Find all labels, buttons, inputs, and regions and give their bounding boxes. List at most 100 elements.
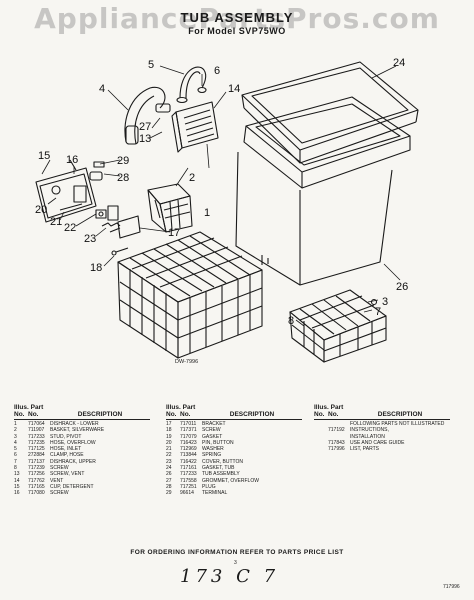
callout-13: 13	[139, 133, 151, 145]
callout-5: 5	[148, 59, 154, 71]
table-row: 29 96614 TERMINAL	[166, 490, 302, 496]
part-description: COVER, BUTTON	[202, 458, 244, 465]
callout-21: 21	[50, 216, 62, 228]
callout-7: 7	[375, 306, 381, 318]
callout-8: 8	[288, 315, 294, 327]
table-row: 20 716423 PIN, BUTTON	[166, 440, 302, 446]
part-number: 96614	[180, 490, 194, 497]
callout-23: 23	[84, 233, 96, 245]
table-row: 17 717011 BRACKET	[166, 421, 302, 427]
part-number: 711907	[28, 427, 45, 434]
table-row: INSTALLATION	[314, 434, 450, 440]
small-parts-drawing	[69, 159, 121, 233]
part-number: 717233	[28, 433, 45, 440]
part-illus-no: 17	[166, 421, 172, 427]
part-description: PIN, BUTTON	[202, 439, 234, 446]
part-description: HOSE, OVERFLOW	[50, 439, 96, 446]
callout-1: 1	[204, 207, 210, 219]
part-number: 717079	[180, 433, 197, 440]
parts-column-header: Illus. Part No. No. DESCRIPTION	[314, 404, 423, 418]
part-number: 717251	[180, 483, 197, 490]
ordering-note: FOR ORDERING INFORMATION REFER TO PARTS …	[130, 549, 344, 556]
callout-3: 3	[382, 296, 388, 308]
part-description: TUB ASSEMBLY	[202, 471, 240, 478]
part-illus-no: 2	[14, 427, 17, 434]
part-number: 717558	[180, 477, 197, 484]
page-title: TUB ASSEMBLY	[180, 10, 294, 25]
part-description: TERMINAL	[202, 490, 228, 497]
part-number: 717256	[28, 471, 45, 478]
part-number: 717239	[28, 465, 45, 472]
callout-6: 6	[214, 65, 220, 77]
part-illus-no: 16	[14, 490, 20, 497]
detergent-cup-drawing	[35, 167, 97, 223]
part-number: 712969	[180, 446, 197, 453]
part-illus-no: 6	[14, 452, 17, 459]
callout-29: 29	[117, 155, 129, 167]
callout-numbers: 1 2 3 4 5 6 7 8 13 14 15 16 17 18 20 21 …	[35, 57, 408, 327]
part-number: 272884	[28, 452, 45, 459]
part-illus-no: 18	[166, 427, 172, 434]
part-description: LIST, PARTS	[350, 446, 379, 453]
part-description: BASKET, SILVERWARE	[50, 427, 105, 434]
part-illus-no: 28	[166, 483, 172, 490]
overflow-hose-drawing	[124, 86, 171, 145]
exploded-parts-diagram: 1 2 3 4 5 6 7 8 13 14 15 16 17 18 20 21 …	[35, 57, 419, 363]
callout-20: 20	[35, 204, 47, 216]
part-illus-no: 1	[14, 421, 17, 427]
document-id: 717996	[443, 584, 460, 590]
part-illus-no: 20	[166, 439, 172, 446]
part-description: WASHER	[202, 446, 224, 453]
callout-24: 24	[393, 57, 405, 69]
part-illus-no: 7	[14, 458, 17, 465]
part-illus-no	[314, 446, 328, 452]
part-number: 713844	[180, 452, 197, 459]
part-number: 717011	[180, 421, 197, 427]
part-number: 717165	[28, 483, 45, 490]
watermark: AppliancePartsPros.com	[34, 2, 440, 35]
part-illus-no: 8	[14, 465, 17, 472]
vent-drawing	[171, 101, 219, 153]
part-illus-no: 27	[166, 477, 172, 484]
drawing-id: DW-7996	[175, 359, 199, 365]
callout-27: 27	[139, 121, 151, 133]
part-description: BRACKET	[202, 421, 226, 427]
callout-15: 15	[38, 150, 50, 162]
part-description: DISHRACK - LOWER	[50, 421, 99, 427]
part-number: 717235	[28, 439, 45, 446]
part-number: 717996	[328, 446, 345, 453]
part-illus-no: 26	[166, 471, 172, 478]
upper-dishrack-drawing	[289, 289, 387, 363]
part-number: 716422	[180, 458, 197, 465]
part-number: 716423	[180, 439, 197, 446]
table-row: 717996 LIST, PARTS	[314, 446, 450, 452]
part-description: USE AND CARE GUIDE	[350, 439, 405, 446]
part-illus-no: 24	[166, 465, 172, 472]
part-description: SCREW	[50, 490, 69, 497]
parts-column-3: Illus. Part No. No. DESCRIPTION FOLLOWIN…	[314, 404, 450, 452]
page-number: 3	[234, 560, 237, 566]
part-number: 717762	[28, 477, 45, 484]
callout-14: 14	[228, 83, 240, 95]
part-description: PLUG	[202, 483, 216, 490]
handwritten-note: 173 C 7	[180, 566, 280, 587]
part-illus-no: 15	[14, 483, 20, 490]
parts-column-header: Illus. Part No. No. DESCRIPTION	[14, 404, 123, 418]
part-illus-no: 29	[166, 490, 172, 497]
